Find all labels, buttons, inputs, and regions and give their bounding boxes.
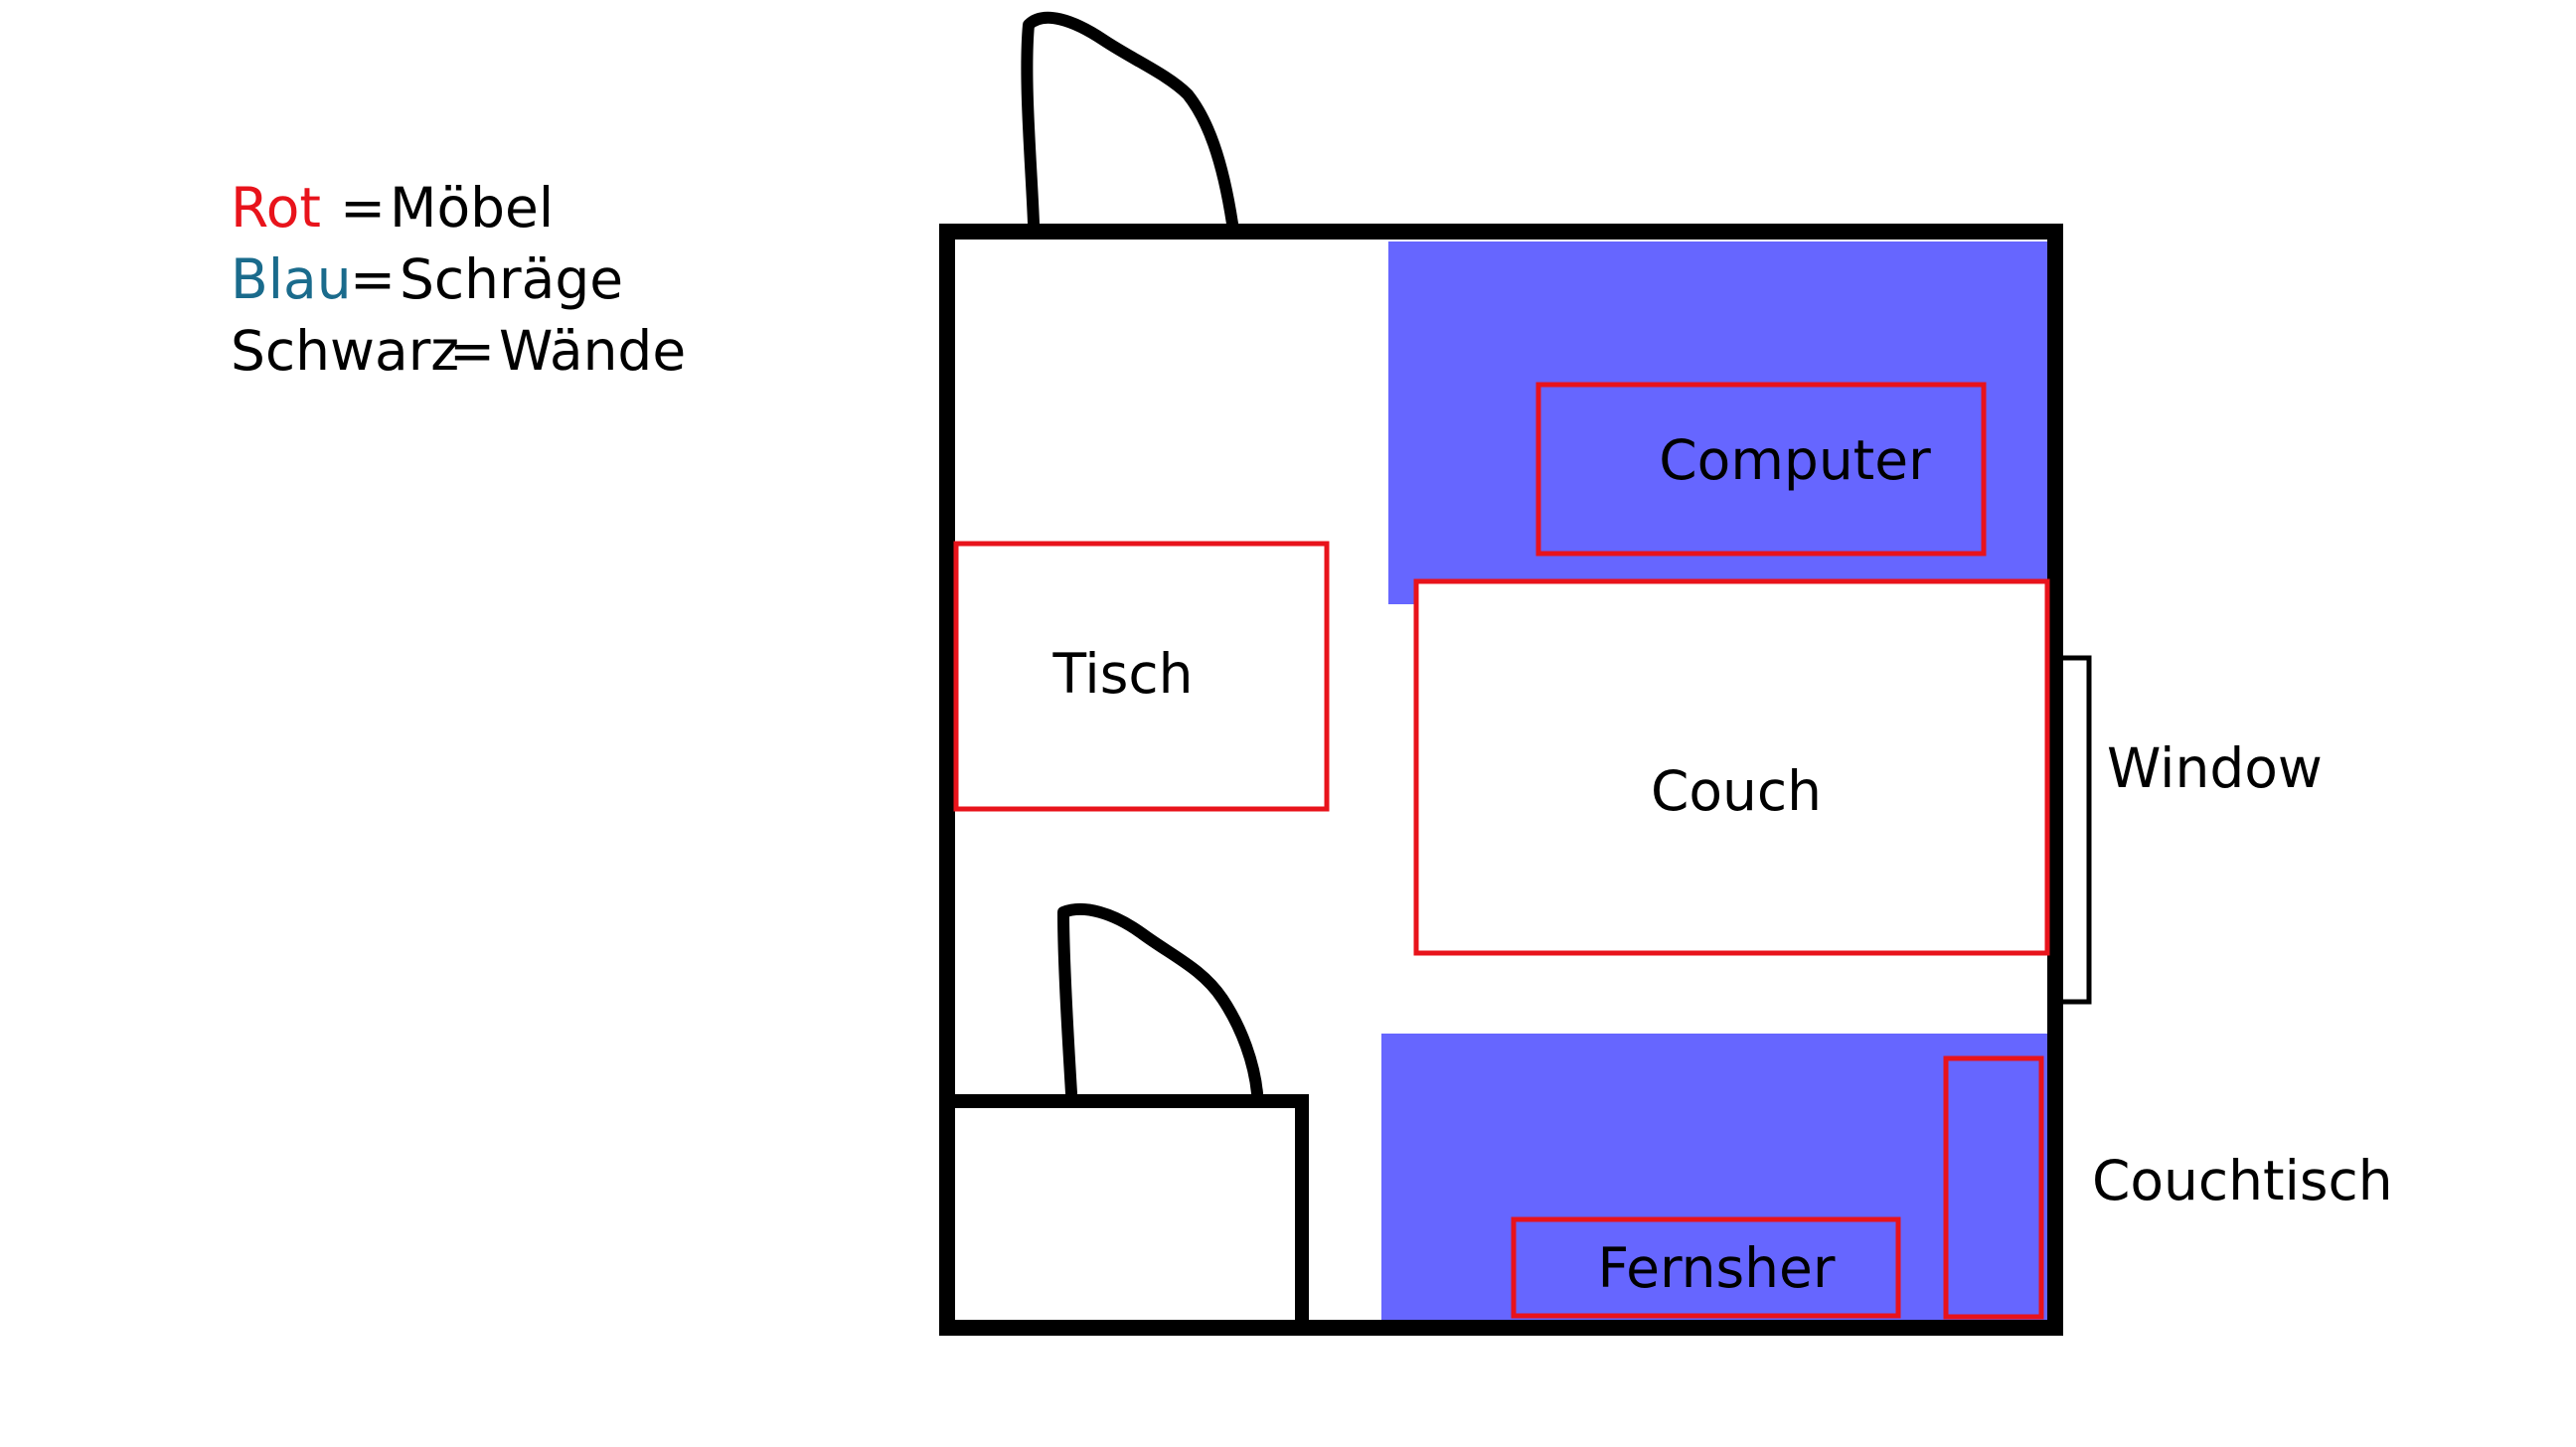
slope-area-bottom (1381, 1034, 2047, 1322)
legend-key-blue: Blau (231, 247, 352, 311)
furniture-couchtisch (1943, 1055, 2044, 1320)
legend-key-black: Schwarz (231, 319, 459, 383)
furniture-couch (1413, 578, 2050, 956)
legend-row-red: Rot =Möbel (231, 176, 554, 240)
furniture-computer (1535, 382, 1987, 557)
label-couchtisch: Couchtisch (2092, 1149, 2393, 1212)
legend-separator: = (350, 247, 396, 311)
legend-value-red: Möbel (390, 176, 554, 240)
door-top (1021, 11, 1238, 230)
legend-row-black: Schwarz=Wände (231, 319, 686, 383)
door-inner (1057, 903, 1263, 1099)
furniture-fernsher (1511, 1216, 1901, 1319)
legend-row-blue: Blau=Schräge (231, 247, 623, 311)
legend-key-red: Rot (231, 176, 321, 240)
label-computer: Computer (1659, 428, 1931, 492)
legend-separator: = (449, 319, 495, 383)
legend-value-blue: Schräge (400, 247, 623, 311)
label-window: Window (2107, 736, 2323, 800)
label-fernsher: Fernsher (1598, 1236, 1836, 1300)
window-frame (2059, 655, 2092, 1005)
inner-wall (949, 1094, 1309, 1325)
legend-separator: = (340, 176, 386, 240)
legend: Rot=Möbel Blau=Schräge Schwarz=Wände (231, 176, 686, 383)
room-walls (939, 224, 2063, 1336)
label-tisch: Tisch (1052, 642, 1194, 706)
furniture-tisch (953, 541, 1330, 812)
slope-area-top (1388, 241, 2047, 604)
legend-value-black: Wände (499, 319, 686, 383)
label-couch: Couch (1651, 759, 1822, 823)
